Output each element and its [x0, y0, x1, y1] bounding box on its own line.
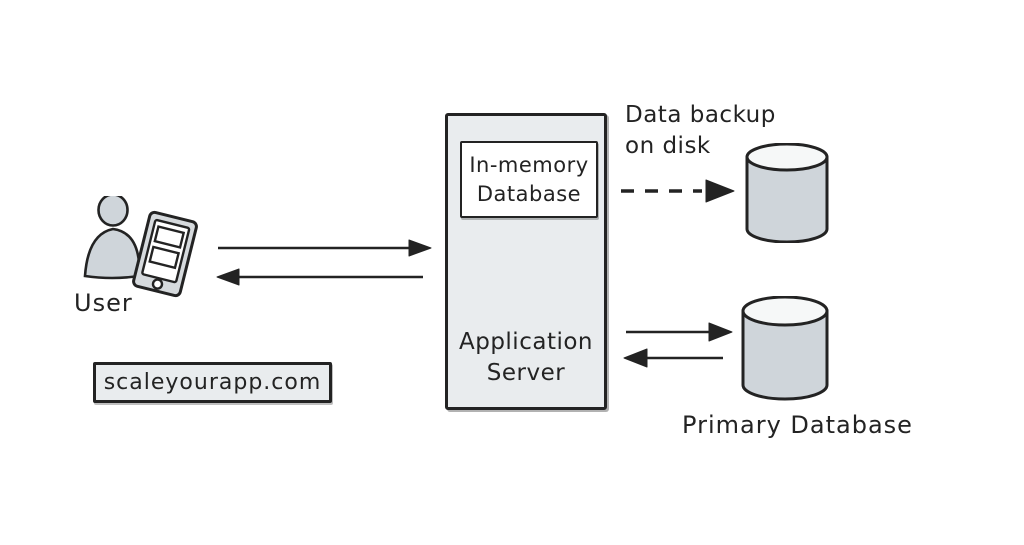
user-icon	[83, 196, 198, 298]
user-label: User	[74, 289, 133, 317]
server-to-primary-db-arrow	[626, 322, 733, 342]
primary-database-cylinder-icon	[741, 296, 829, 401]
backup-caption-line1: Data backup	[625, 102, 776, 128]
primary-database-label: Primary Database	[682, 411, 913, 439]
backup-caption-line2: on disk	[625, 133, 711, 160]
tablet-icon	[132, 210, 198, 298]
backup-caption: Data backup on disk	[625, 100, 776, 162]
in-memory-database-label-line2: Database	[476, 181, 582, 206]
in-memory-database-label-line1: In-memory	[469, 153, 589, 178]
application-server-box: In-memory Database Application Server	[445, 113, 607, 410]
server-to-user-arrow	[216, 268, 423, 286]
application-server-label-line2: Server	[486, 359, 566, 386]
person-icon	[83, 196, 141, 280]
watermark-box: scaleyourapp.com	[93, 362, 332, 403]
backup-dashed-arrow	[621, 179, 735, 203]
user-to-server-arrow	[218, 239, 432, 257]
backup-disk-cylinder-icon	[745, 143, 829, 243]
watermark-label: scaleyourapp.com	[103, 370, 322, 395]
application-server-label: Application Server	[448, 327, 604, 389]
application-server-label-line1: Application	[458, 328, 593, 355]
in-memory-database-box: In-memory Database	[460, 141, 598, 218]
primary-db-to-server-arrow	[623, 348, 723, 368]
